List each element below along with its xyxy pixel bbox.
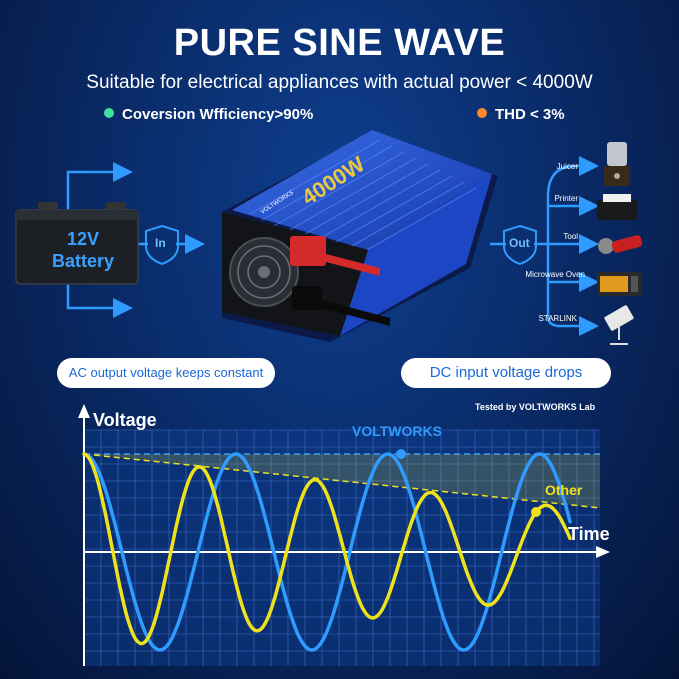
- appliance-label-juicer: Juicer: [556, 162, 578, 171]
- juicer-icon: [604, 142, 630, 186]
- out-label: Out: [509, 236, 530, 250]
- in-label: In: [155, 236, 166, 250]
- voltage-chart: [78, 404, 610, 666]
- page-title: PURE SINE WAVE: [173, 22, 506, 64]
- feature-thd-label: THD < 3%: [495, 106, 565, 123]
- satellite-dish-icon: [604, 305, 634, 345]
- ac-output-pill: AC output voltage keeps constant: [57, 358, 275, 388]
- dc-input-pill: DC input voltage drops: [401, 358, 611, 388]
- feature-thd: THD < 3%: [477, 106, 565, 123]
- voltworks-marker-dot: [396, 449, 406, 459]
- angle-grinder-icon: [598, 235, 643, 254]
- printer-icon: [597, 194, 637, 220]
- battery-label: 12V Battery: [28, 228, 138, 272]
- x-axis-label: Time: [568, 524, 610, 544]
- feature-efficiency: Coversion Wfficiency>90%: [104, 106, 313, 123]
- out-shield-icon: [503, 224, 537, 266]
- series-label-other: Other: [545, 482, 583, 498]
- output-flow-lines: [490, 156, 599, 336]
- green-dot-icon: [104, 108, 114, 118]
- y-axis-label: Voltage: [93, 410, 157, 430]
- page-subtitle: Suitable for electrical appliances with …: [86, 72, 593, 93]
- appliance-label-tool: Tool: [563, 232, 578, 241]
- in-shield-icon: [145, 224, 179, 266]
- series-line-other: [82, 452, 572, 646]
- inverter-image: [222, 130, 498, 342]
- chart-series: [82, 449, 601, 652]
- power-flow-diagram: 4000W VOLTWORKS: [15, 130, 643, 345]
- other-marker-dot: [531, 507, 541, 517]
- appliance-label-microwave: Microwave Oven: [525, 270, 585, 279]
- microwave-icon: [597, 272, 641, 296]
- voltage-drop-area: [84, 454, 600, 508]
- battery-text: Battery: [51, 251, 115, 271]
- battery-voltage: 12V: [66, 229, 100, 249]
- appliance-label-printer: Printer: [554, 194, 578, 203]
- tested-note: Tested by VOLTWORKS Lab: [475, 402, 596, 412]
- appliance-label-starlink: STARLINK: [538, 314, 577, 323]
- series-label-voltworks: VOLTWORKS: [352, 423, 442, 439]
- series-line-voltworks: [82, 452, 572, 652]
- orange-dot-icon: [477, 108, 487, 118]
- feature-efficiency-label: Coversion Wfficiency>90%: [122, 106, 314, 123]
- battery-icon: [15, 202, 139, 285]
